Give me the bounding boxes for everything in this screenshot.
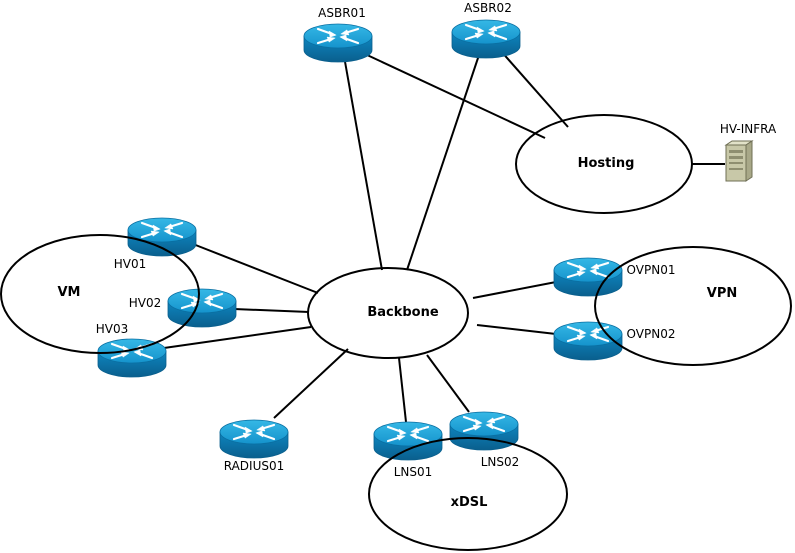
server-icon	[724, 140, 754, 182]
lns01-label: LNS01	[394, 465, 433, 479]
link-backbone-lns01	[398, 357, 407, 423]
asbr01-label: ASBR01	[318, 6, 366, 20]
lns02-label: LNS02	[481, 455, 520, 469]
vpn-zone	[594, 246, 792, 366]
link-hv02-backbone	[233, 308, 310, 313]
link-asbr01-hosting	[364, 53, 546, 139]
router-icon	[126, 216, 198, 258]
vpn-label: VPN	[707, 286, 737, 301]
asbr02-label: ASBR02	[464, 1, 512, 15]
xdsl-zone	[368, 437, 568, 551]
link-backbone-ovpn01	[472, 281, 557, 299]
hv-infra-label: HV-INFRA	[720, 122, 777, 136]
router-icon	[166, 287, 238, 329]
vm-zone	[0, 234, 200, 354]
link-asbr02-hosting	[499, 49, 569, 128]
link-asbr01-backbone	[343, 55, 383, 271]
link-hv03-backbone	[163, 326, 312, 349]
router-icon	[96, 337, 168, 379]
link-asbr02-backbone	[406, 51, 481, 271]
hv03-label: HV03	[96, 322, 129, 336]
ovpn02-label: OVPN02	[627, 327, 676, 341]
link-backbone-radius01	[273, 348, 349, 419]
hv01-label: HV01	[114, 257, 147, 271]
link-backbone-lns02	[426, 354, 470, 413]
backbone-label: Backbone	[367, 305, 439, 320]
xdsl-label: xDSL	[451, 495, 488, 510]
router-icon	[302, 22, 374, 64]
links	[163, 49, 725, 423]
ovpn01-label: OVPN01	[627, 263, 676, 277]
link-backbone-ovpn02	[476, 324, 557, 335]
router-icon	[218, 418, 290, 460]
link-hv01-backbone	[192, 243, 319, 294]
router-icon	[552, 320, 624, 362]
radius01-label: RADIUS01	[224, 459, 285, 473]
router-icon	[450, 18, 522, 60]
router-icon	[552, 256, 624, 298]
hv02-label: HV02	[129, 296, 162, 310]
vm-label: VM	[58, 285, 81, 300]
router-icon	[448, 410, 520, 452]
hosting-label: Hosting	[578, 156, 635, 171]
backbone-zone	[307, 267, 469, 359]
